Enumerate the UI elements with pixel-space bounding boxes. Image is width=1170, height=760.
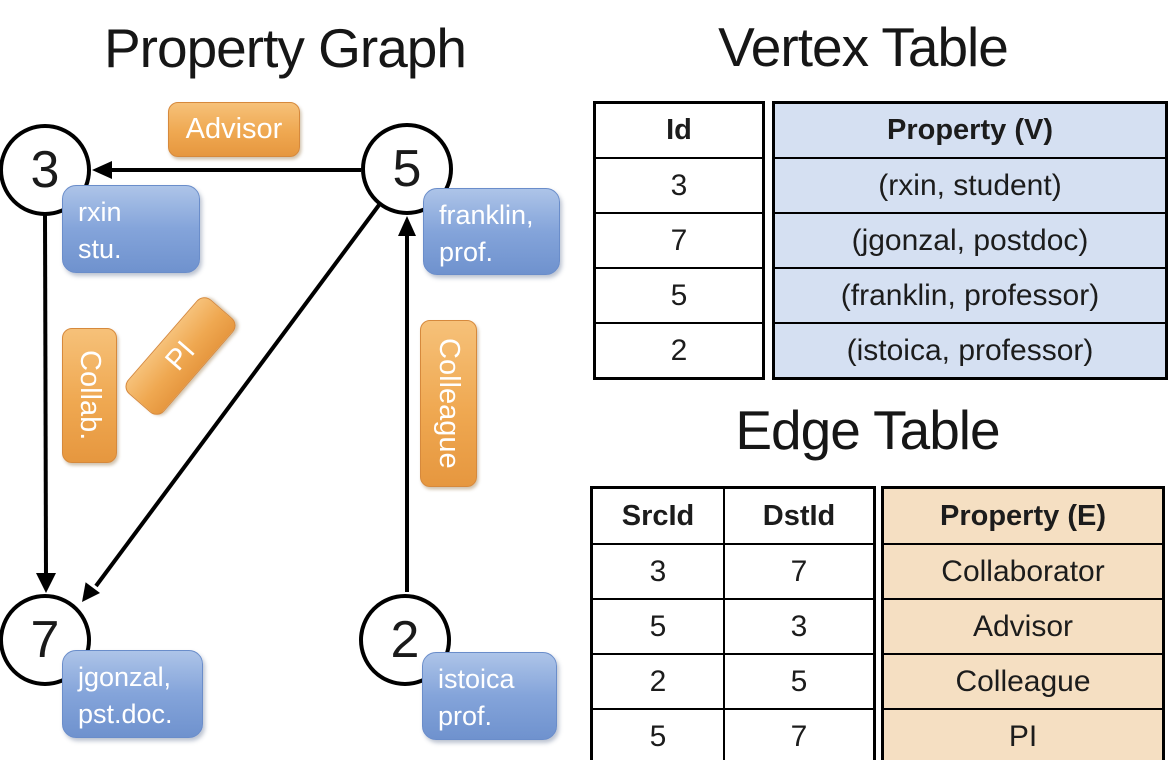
graph-node-3-id: 3 <box>30 141 60 199</box>
node-7-property-box: jgonzal, pst.doc. <box>62 650 203 738</box>
node-5-property-line1: franklin, <box>439 200 534 230</box>
vertex-table-row-id: 7 <box>670 223 688 257</box>
edge-table-property-column: Property (E) Collaborator Advisor Collea… <box>881 486 1165 760</box>
node-7-property-line2: pst.doc. <box>78 699 173 729</box>
edge-table-row-srcid: 2 <box>649 664 667 698</box>
edge-collab-arrowhead-icon <box>36 573 56 593</box>
edge-table-row-property: Colleague <box>884 655 1162 708</box>
edge-advisor-arrowhead-icon <box>92 161 112 179</box>
vertex-table-property-column: Property (V) (rxin, student) (jgonzal, p… <box>772 101 1168 380</box>
node-3-property-box: rxin stu. <box>62 185 200 273</box>
edge-table-row-srcid: 5 <box>649 609 667 643</box>
edge-table-header-dstid: DstId <box>723 489 873 543</box>
node-2-property-box: istoica prof. <box>422 652 557 740</box>
edge-table-row-srcid: 5 <box>649 719 667 753</box>
edge-label-advisor: Advisor <box>168 102 300 157</box>
property-graph-title: Property Graph <box>103 17 467 79</box>
vertex-table-header-property: Property (V) <box>775 104 1165 157</box>
graph-edges-layer <box>36 161 416 602</box>
edge-table-row-property: PI <box>884 710 1162 760</box>
graph-node-5-id: 5 <box>392 140 422 198</box>
vertex-table-row-property: (franklin, professor) <box>775 269 1165 322</box>
edge-table-row-property: Collaborator <box>884 545 1162 598</box>
vertex-table-title: Vertex Table <box>718 16 1009 78</box>
vertex-table: Id 3 7 5 2 Property (V) (rxin, student) … <box>593 101 1168 380</box>
vertex-table-row-id: 5 <box>670 278 688 312</box>
node-2-property-line1: istoica <box>438 664 515 694</box>
vertex-table-row-property: (jgonzal, postdoc) <box>775 214 1165 267</box>
edge-collab-line <box>43 213 48 579</box>
edge-table-header-property: Property (E) <box>884 489 1162 543</box>
vertex-table-row-id: 2 <box>670 333 688 367</box>
edge-table-title: Edge Table <box>735 399 1000 461</box>
vertex-table-id-column: Id 3 7 5 2 <box>593 101 765 380</box>
vertex-table-row-property: (rxin, student) <box>775 159 1165 212</box>
edge-table-row-dstid: 7 <box>723 710 873 760</box>
edge-label-colleague: Colleague <box>420 320 477 487</box>
node-2-property-line2: prof. <box>438 701 493 731</box>
edge-table-row-dstid: 3 <box>723 600 873 653</box>
vertex-table-row-property: (istoica, professor) <box>775 324 1165 377</box>
edge-colleague-arrowhead-icon <box>398 216 416 236</box>
edge-table-row-srcid: 3 <box>649 554 667 588</box>
edge-table-id-columns: SrcId DstId 3 7 5 3 2 5 5 7 <box>590 486 876 760</box>
node-7-property-line1: jgonzal, <box>78 662 172 692</box>
edge-pi-line <box>94 203 381 588</box>
vertex-table-column-gap <box>765 101 772 380</box>
edge-table: SrcId DstId 3 7 5 3 2 5 5 7 Property (E) <box>590 486 1165 760</box>
edge-table-row-dstid: 7 <box>723 545 873 598</box>
node-5-property-box: franklin, prof. <box>423 188 560 275</box>
edge-table-header-srcid: SrcId <box>621 499 695 532</box>
node-3-property-line1: rxin <box>78 197 122 227</box>
graph-node-2-id: 2 <box>390 611 420 669</box>
vertex-table-header-id: Id <box>666 114 692 146</box>
edge-label-collab: Collab. <box>62 328 117 463</box>
edge-table-row-dstid: 5 <box>723 655 873 708</box>
edge-table-row-property: Advisor <box>884 600 1162 653</box>
node-3-property-line2: stu. <box>78 234 122 264</box>
graph-node-7-id: 7 <box>30 611 60 669</box>
vertex-table-row-id: 3 <box>670 168 688 202</box>
edge-pi-arrowhead-icon <box>82 582 100 602</box>
graph-node-2: 2 <box>359 594 451 686</box>
node-5-property-line2: prof. <box>439 237 494 267</box>
